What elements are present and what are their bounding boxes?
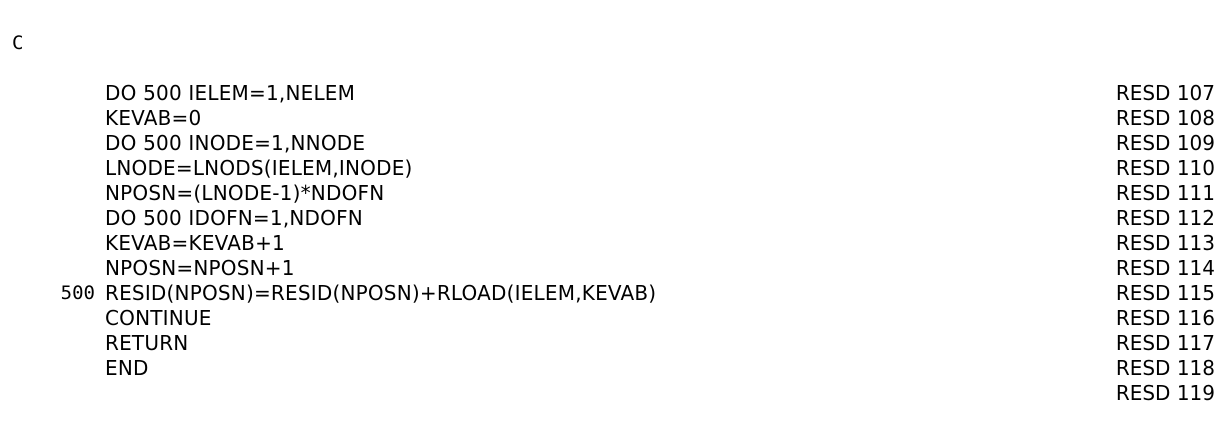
fortran-code-listing: C RESD 107 DO 500 IELEM=1,NELEM RESD 108… xyxy=(0,6,1229,405)
code-statement: RETURN xyxy=(105,331,189,355)
sequence-number: RESD 116 xyxy=(1115,306,1215,330)
sequence-number: RESD 111 xyxy=(1115,181,1215,205)
code-statement: KEVAB=KEVAB+1 xyxy=(105,231,285,255)
statement-label: 500 xyxy=(60,282,95,304)
code-line: DO 500 IDOFN=1,NDOFN RESD 113 xyxy=(0,156,1229,255)
code-statement: LNODE=LNODS(IELEM,INODE) xyxy=(105,156,413,180)
code-statement: KEVAB=0 xyxy=(105,106,202,130)
sequence-number: RESD 109 xyxy=(1115,131,1215,155)
sequence-number: RESD 107 xyxy=(1115,81,1215,105)
sequence-number: RESD 119 xyxy=(1115,381,1215,405)
code-line: DO 500 INODE=1,NNODE RESD 110 xyxy=(0,81,1229,180)
code-statement: DO 500 INODE=1,NNODE xyxy=(105,131,366,155)
code-statement: RESID(NPOSN)=RESID(NPOSN)+RLOAD(IELEM,KE… xyxy=(105,281,657,305)
sequence-number: RESD 108 xyxy=(1115,106,1215,130)
code-line: 500 CONTINUE RESD 117 xyxy=(0,256,1229,355)
sequence-number: RESD 115 xyxy=(1115,281,1215,305)
code-statement: DO 500 IDOFN=1,NDOFN xyxy=(105,206,363,230)
code-statement: DO 500 IELEM=1,NELEM xyxy=(105,81,356,105)
code-line: NPOSN=NPOSN+1 RESD 115 xyxy=(0,206,1229,305)
comment-marker: C xyxy=(12,32,24,54)
code-line: NPOSN=(LNODE-1)*NDOFN RESD 112 xyxy=(0,131,1229,230)
code-line: DO 500 IELEM=1,NELEM RESD 108 xyxy=(0,31,1229,130)
sequence-number: RESD 118 xyxy=(1115,356,1215,380)
code-line: KEVAB=KEVAB+1 RESD 114 xyxy=(0,181,1229,280)
code-line: KEVAB=0 RESD 109 xyxy=(0,56,1229,155)
code-statement: CONTINUE xyxy=(105,306,212,330)
sequence-number: RESD 112 xyxy=(1115,206,1215,230)
sequence-number: RESD 117 xyxy=(1115,331,1215,355)
sequence-number: RESD 113 xyxy=(1115,231,1215,255)
sequence-number: RESD 110 xyxy=(1115,156,1215,180)
code-statement: END xyxy=(105,356,149,380)
code-statement: NPOSN=NPOSN+1 xyxy=(105,256,295,280)
sequence-number: RESD 114 xyxy=(1115,256,1215,280)
code-line: RETURN RESD 118 xyxy=(0,281,1229,380)
code-statement: NPOSN=(LNODE-1)*NDOFN xyxy=(105,181,385,205)
code-line: RESID(NPOSN)=RESID(NPOSN)+RLOAD(IELEM,KE… xyxy=(0,231,1229,330)
code-line: END RESD 119 xyxy=(0,306,1229,405)
code-line: LNODE=LNODS(IELEM,INODE) RESD 111 xyxy=(0,106,1229,205)
code-line: C RESD 107 xyxy=(0,6,1229,105)
